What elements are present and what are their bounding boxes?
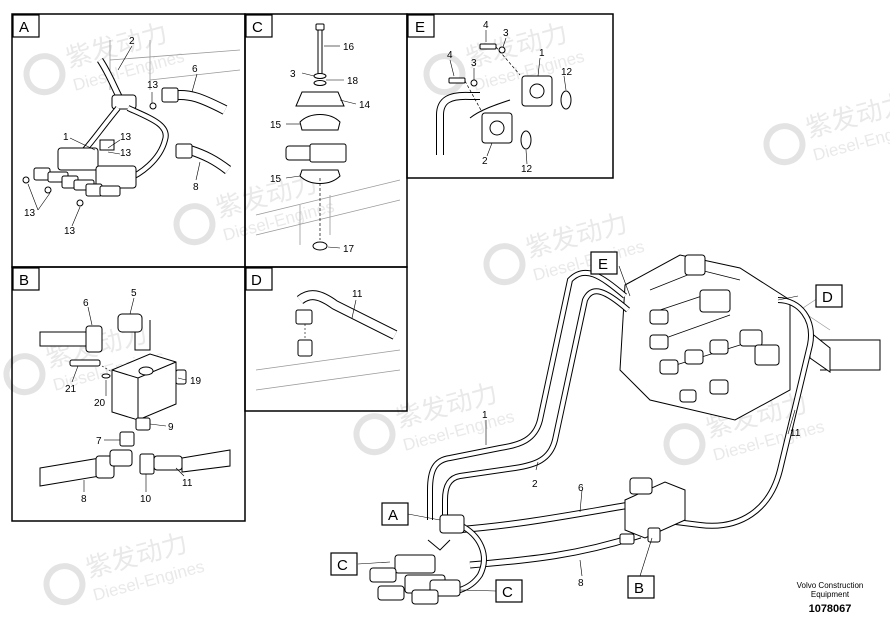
callout-b-20: 20 [94,398,106,409]
callout-b-10: 10 [140,494,152,505]
callout-c-17: 17 [343,244,355,255]
callout-a-2: 2 [129,36,135,47]
callout-d-11: 11 [352,289,363,300]
panel-c-drawing [255,23,401,251]
callout-a-6: 6 [192,64,198,75]
callout-c-15: 15 [270,120,282,131]
callout-c-14: 14 [359,100,371,111]
panel-e-drawing [436,43,572,155]
doc-number: 1078067 [809,603,852,615]
panel-a-callouts: 2 13 6 1 13 13 8 13 13 [24,36,199,237]
view-label-c-right: C [502,584,513,601]
main-leaders [357,265,799,592]
callout-b-21: 21 [65,384,77,395]
callout-a-13e: 13 [64,226,76,237]
callout-c-15b: 15 [270,174,282,185]
view-label-d: D [822,289,833,306]
callout-a-13: 13 [147,80,159,91]
callout-c-18: 18 [347,76,359,87]
callout-main-8: 8 [578,578,584,589]
callout-b-5: 5 [131,288,137,299]
callout-e-12b: 12 [521,164,533,175]
panel-b-drawing [39,313,231,487]
panel-d-drawing [255,290,401,391]
watermark-4: 紫发动力 Diesel-Engines [483,208,646,286]
callout-e-3: 3 [503,28,509,39]
callout-b-7: 7 [96,436,102,447]
panel-e-leaders [449,30,567,165]
callout-a-8: 8 [193,182,199,193]
panel-a-tag: A [19,19,29,36]
view-label-c-left: C [337,557,348,574]
panel-frames [11,13,614,522]
panel-c-tag: C [252,19,263,36]
callout-main-11: 11 [790,428,801,439]
callout-main-1: 1 [482,410,488,421]
caption-line-1: Volvo Construction [797,581,864,590]
panel-a-leaders [27,45,201,227]
callout-e-4: 4 [483,20,489,31]
panel-b-tag: B [19,272,29,289]
valve-group-a [369,514,465,605]
callout-b-8: 8 [81,494,87,505]
callout-c-16: 16 [343,42,355,53]
view-label-e: E [598,256,608,273]
callout-e-4b: 4 [447,50,453,61]
callout-b-19: 19 [190,376,202,387]
callout-main-6: 6 [578,483,584,494]
main-callouts: 1 2 6 8 11 [482,410,801,589]
panel-a-drawing [22,40,241,207]
view-label-a: A [388,507,398,524]
watermark-9: 紫发动力 Diesel-Engines [43,528,206,606]
callout-a-1: 1 [63,132,69,143]
panel-e-tag: E [415,19,425,36]
panel-d-tag: D [251,272,262,289]
callout-c-3: 3 [290,69,296,80]
callout-e-12: 12 [561,67,573,78]
panel-b-leaders [71,297,187,492]
callout-e-1: 1 [539,48,545,59]
watermark-5: 紫发动力 Diesel-Engines [763,88,890,166]
callout-main-2: 2 [532,479,538,490]
control-valve [619,254,791,421]
callout-b-9: 9 [168,422,174,433]
panel-tags: A C E B D [12,14,435,291]
caption-line-2: Equipment [811,590,850,599]
footer: Volvo Construction Equipment 1078067 [797,581,864,615]
callout-a-13c: 13 [120,148,132,159]
callout-a-13d: 13 [24,208,36,219]
panel-b-callouts: 6 5 19 21 20 9 7 8 10 11 [65,288,202,505]
panel-e-callouts: 4 3 4 3 1 12 2 12 [447,20,573,175]
panel-d-frame [244,266,408,412]
pilot-valve-block [619,477,686,545]
panel-d-leaders [351,299,357,319]
callout-a-13b: 13 [120,132,132,143]
callout-e-3b: 3 [471,58,477,69]
view-label-b: B [634,580,644,597]
callout-b-6: 6 [83,298,89,309]
panel-e-frame [406,13,614,179]
main-view-labels: E D A C C B [330,251,843,603]
panel-d-callouts: 11 [352,289,363,300]
panel-c-callouts: 16 3 18 14 15 15 17 [270,42,371,255]
callout-e-2: 2 [482,156,488,167]
callout-b-11: 11 [182,478,193,489]
panel-c-leaders [285,45,357,249]
